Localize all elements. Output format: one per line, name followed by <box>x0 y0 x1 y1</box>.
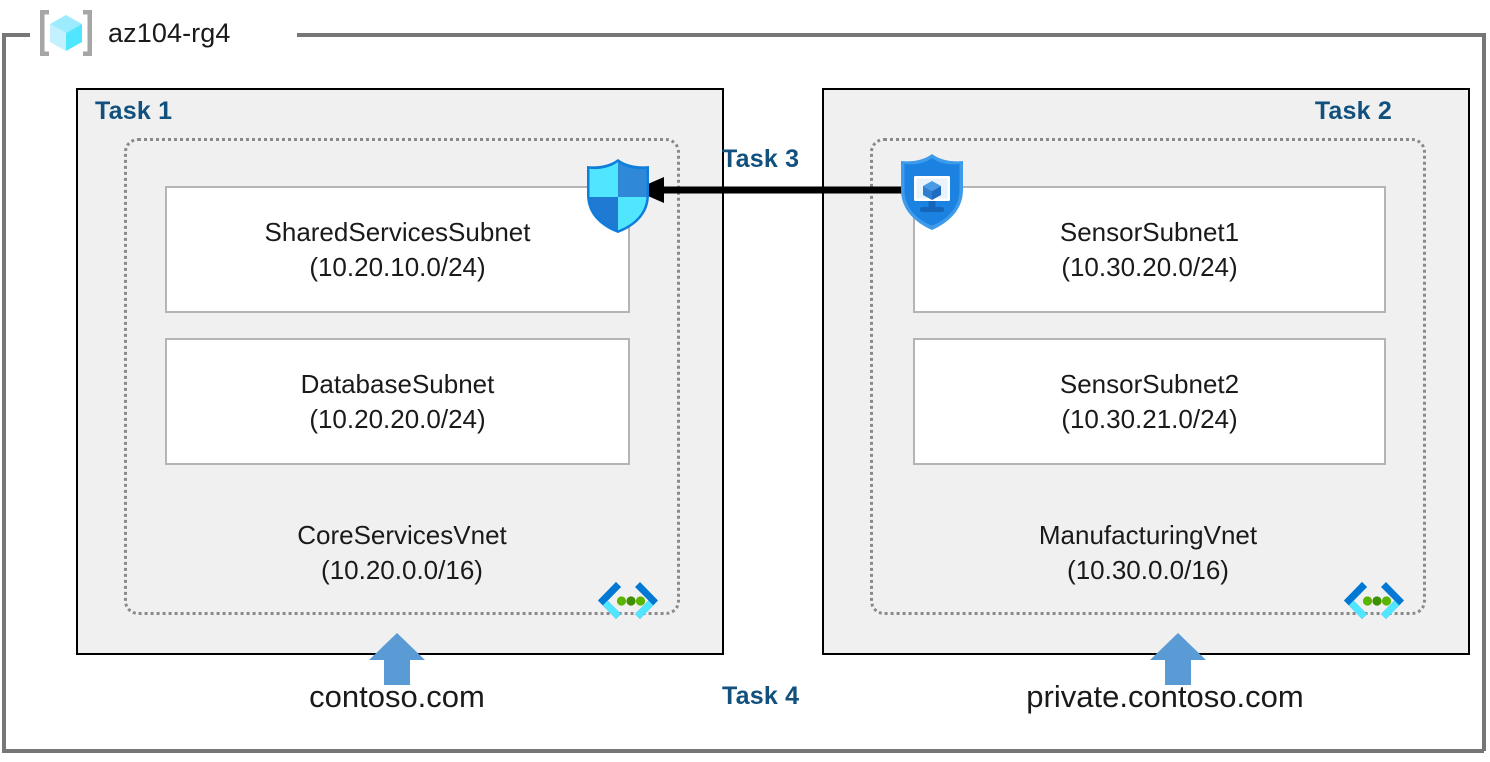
task-1-label: Task 1 <box>95 97 173 125</box>
block-arrow-up-icon <box>369 633 425 685</box>
resource-group-border-top-left <box>2 33 30 37</box>
subnet-name: SharedServicesSubnet <box>264 216 531 247</box>
subnet-sensorsubnet1: SensorSubnet1 (10.30.20.0/24) <box>913 186 1386 313</box>
vnet-address-space: (10.20.0.0/16) <box>321 555 483 586</box>
resource-group-cube-icon <box>36 5 96 61</box>
dns-zone-icon <box>1338 578 1410 624</box>
task-3-label: Task 3 <box>722 145 800 173</box>
resource-group-header: az104-rg4 <box>36 4 230 62</box>
dns-zone-name-private-contoso: private.contoso.com <box>1026 679 1304 714</box>
subnet-cidr: (10.30.20.0/24) <box>1061 251 1238 282</box>
subnet-cidr: (10.30.21.0/24) <box>1061 403 1238 434</box>
resource-group-border-left <box>2 33 6 751</box>
vnet-name: CoreServicesVnet <box>297 520 507 550</box>
subnet-cidr: (10.20.20.0/24) <box>309 403 486 434</box>
dns-zone-name-contoso: contoso.com <box>309 679 485 714</box>
vnet-coreservicesvnet <box>124 138 680 615</box>
subnet-sharedservicessubnet: SharedServicesSubnet (10.20.10.0/24) <box>165 186 630 313</box>
block-arrow-up-icon <box>1150 633 1206 685</box>
vnet-peering-arrow <box>630 170 910 215</box>
vnet-coreservicesvnet-label: CoreServicesVnet (10.20.0.0/16) <box>124 518 680 589</box>
resource-group-border-right <box>1482 33 1486 751</box>
subnet-databasesubnet: DatabaseSubnet (10.20.20.0/24) <box>165 338 630 465</box>
resource-group-name: az104-rg4 <box>108 17 231 48</box>
resource-group-border-top-right <box>297 33 1484 37</box>
dns-zone-icon <box>592 578 664 624</box>
shield-monitor-cube-icon <box>896 152 968 232</box>
vnet-manufacturingvnet <box>870 138 1426 615</box>
vnet-manufacturingvnet-label: ManufacturingVnet (10.30.0.0/16) <box>870 518 1426 589</box>
shield-quadrant-icon <box>582 157 654 235</box>
subnet-name: DatabaseSubnet <box>300 368 495 399</box>
subnet-cidr: (10.20.10.0/24) <box>309 251 486 282</box>
vnet-address-space: (10.30.0.0/16) <box>1067 555 1229 586</box>
resource-group-border-bottom <box>2 749 1484 753</box>
vnet-name: ManufacturingVnet <box>1038 520 1258 550</box>
task-4-label: Task 4 <box>722 682 800 710</box>
task-2-label: Task 2 <box>1314 97 1392 125</box>
subnet-sensorsubnet2: SensorSubnet2 (10.30.21.0/24) <box>913 338 1386 465</box>
subnet-name: SensorSubnet1 <box>1059 216 1240 247</box>
subnet-name: SensorSubnet2 <box>1059 368 1240 399</box>
